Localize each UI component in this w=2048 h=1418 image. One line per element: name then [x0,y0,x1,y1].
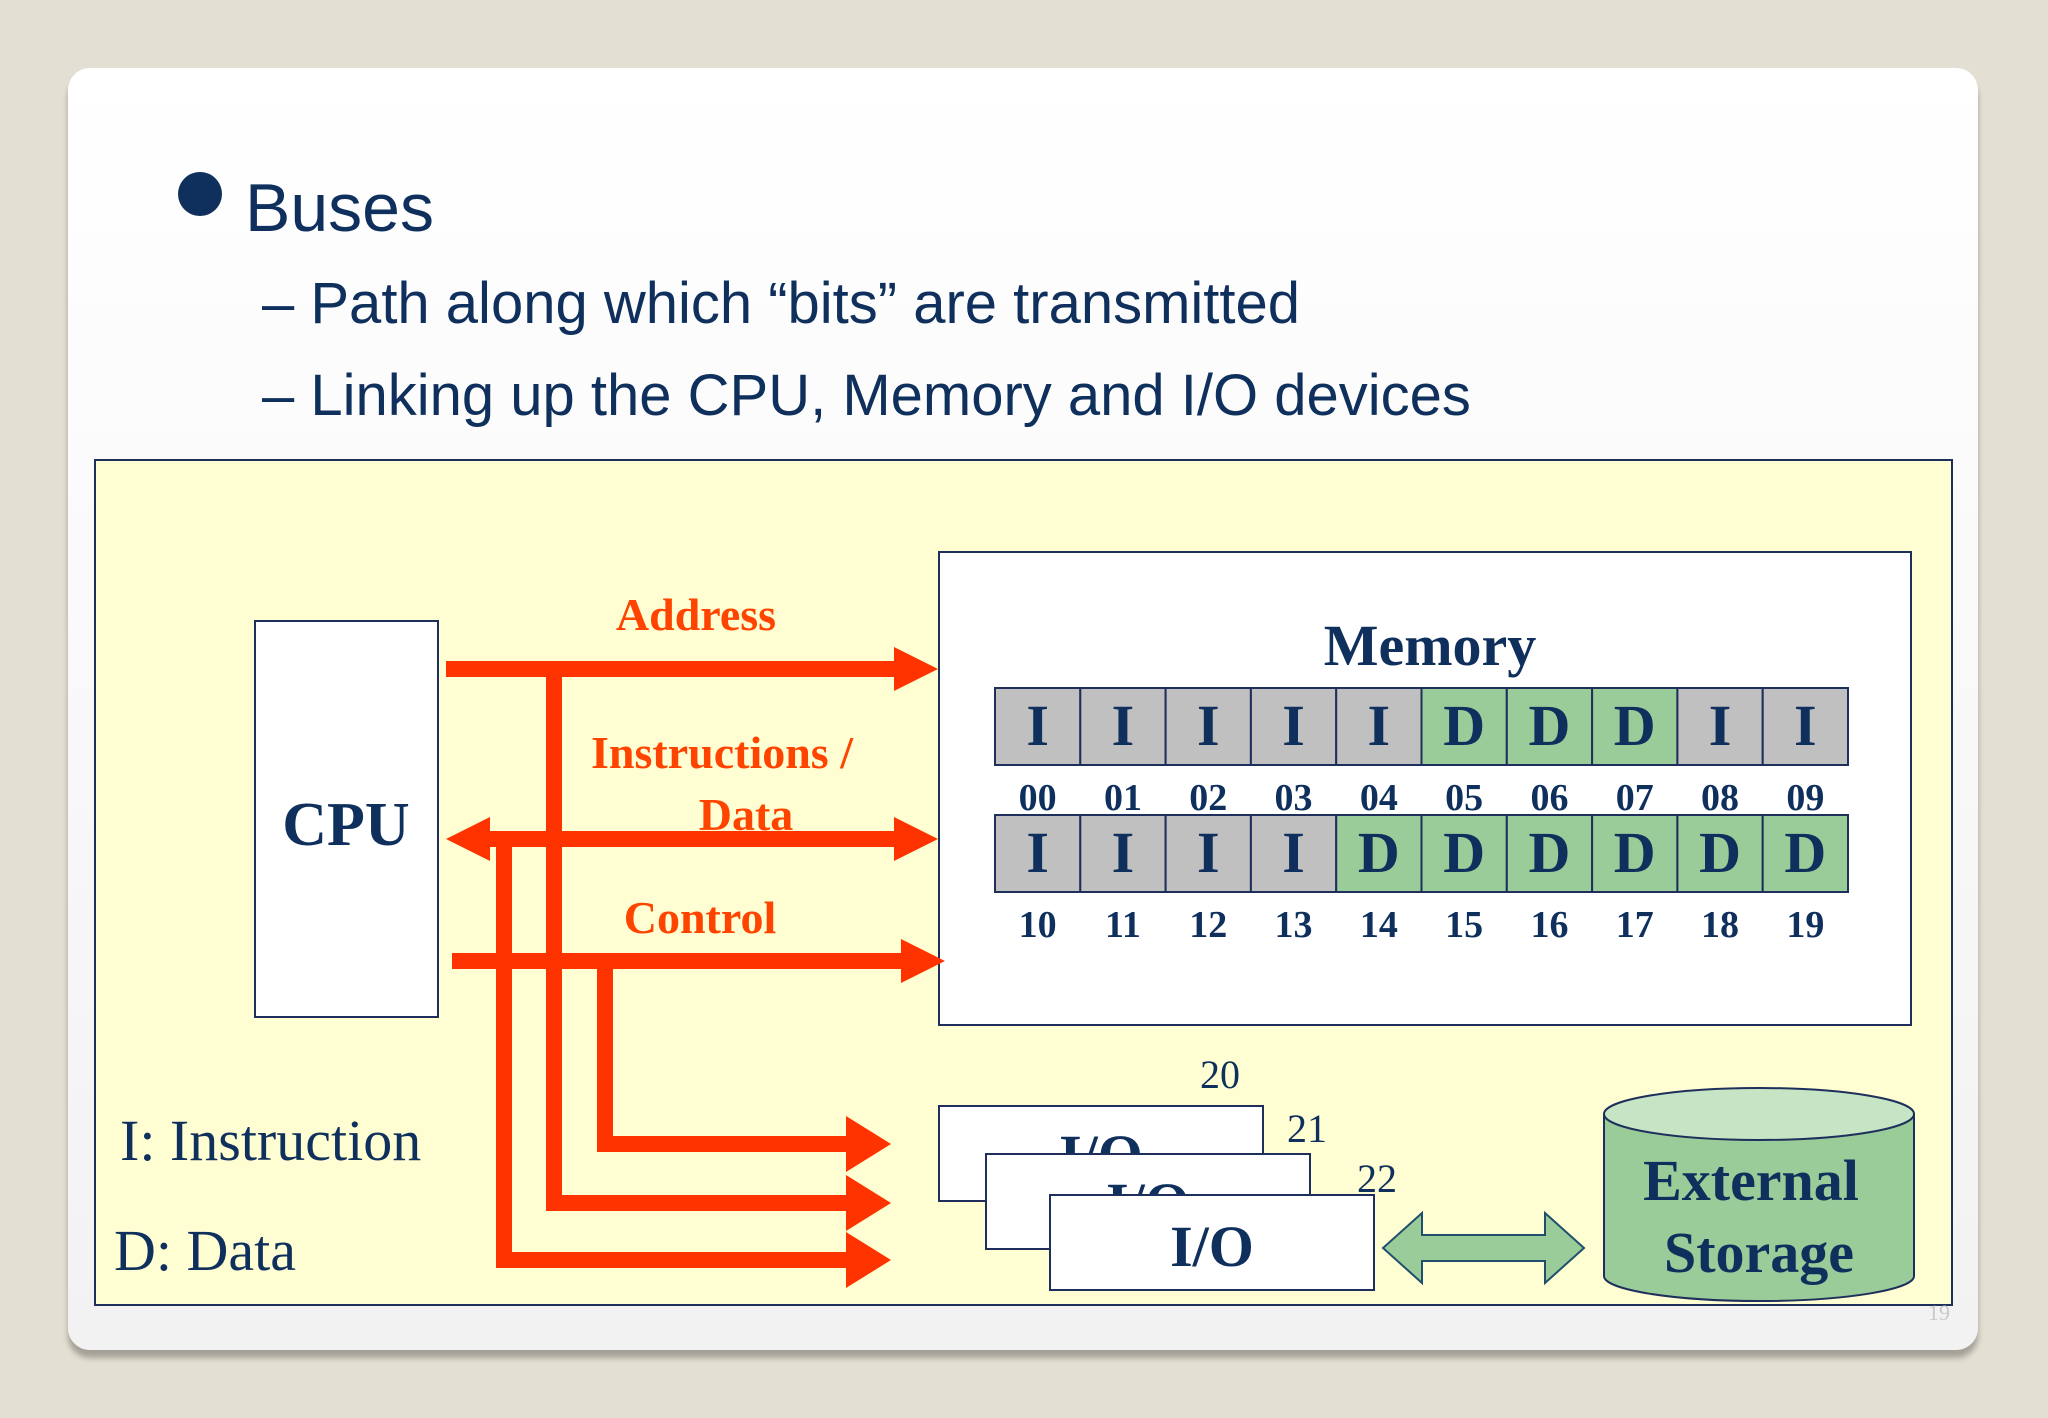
memory-address: 13 [1275,904,1313,946]
cpu-label: CPU [282,791,409,859]
memory-cell [1591,814,1679,893]
memory-cell-type: I [1368,693,1391,758]
buses [446,647,945,1288]
io-storage-double-arrow [1381,1210,1586,1286]
memory-cell-type: D [1614,820,1656,885]
memory-cell-type: I [1282,820,1305,885]
memory-cell-type: I [1197,693,1220,758]
memory-address: 01 [1104,777,1142,819]
memory-cell-type: D [1614,693,1656,758]
memory-title: Memory [1324,613,1537,678]
memory-cell-type: I [1112,820,1135,885]
memory-address: 05 [1445,777,1483,819]
memory-address: 09 [1786,777,1824,819]
control-bus-arrowhead [901,939,945,983]
memory-cell-type: D [1358,820,1400,885]
memory-address: 10 [1019,904,1057,946]
memory-cell-type: I [1709,693,1732,758]
memory-cell-type: I [1026,693,1049,758]
memory-address: 00 [1019,777,1057,819]
data-to-io-arrowhead [846,1232,891,1288]
data-to-io-line [496,1252,852,1268]
memory-cell [1505,687,1594,766]
external-storage-cylinder [1603,1087,1915,1302]
memory-cell [1761,814,1849,893]
memory-cell-type: D [1529,820,1571,885]
address-bus-label: Address [616,589,776,640]
memory-cell [994,814,1082,893]
memory-address: 18 [1701,904,1739,946]
page-number: 19 [1928,1300,1950,1325]
external-storage-label-line1: External [1643,1148,1859,1213]
memory-cell-type: I [1197,820,1220,885]
address-to-io-line [546,1195,852,1211]
memory-cell [1761,687,1849,766]
address-bus-arrowhead [894,647,938,691]
memory-cell-type: I [1282,693,1305,758]
address-to-io-arrowhead [846,1175,891,1231]
memory-cell [1335,687,1423,766]
memory-cell-type: D [1699,820,1741,885]
data-bus-arrowhead-right [894,817,938,861]
memory-cell-type: I [1026,820,1049,885]
memory-address: 17 [1616,904,1654,946]
memory-address: 04 [1360,777,1398,819]
memory-address: 19 [1786,904,1824,946]
memory-address: 14 [1360,904,1398,946]
memory-address: 16 [1530,904,1568,946]
data-bus-line [484,831,900,847]
memory-cell [1420,687,1508,766]
control-bus-branch [597,953,613,1152]
memory-cell [1676,814,1764,893]
io-address-21: 21 [1287,1106,1327,1151]
memory-box [938,551,1912,1026]
memory-cell-type: I [1112,693,1135,758]
control-bus-line [452,953,907,969]
external-storage-label-line2: Storage [1664,1220,1854,1285]
io-box-22 [1049,1194,1375,1291]
control-to-io-line [597,1136,852,1152]
io-label-22: I/O [1170,1214,1254,1279]
memory-address: 03 [1275,777,1313,819]
control-to-io-arrowhead [846,1116,891,1172]
bullet-dot-icon [178,172,222,216]
memory-address: 12 [1189,904,1227,946]
memory-cell-type: D [1784,820,1826,885]
memory-cell [1079,687,1167,766]
data-bus-label: Data [699,789,794,840]
slide-title: Buses [245,170,434,246]
io-address-20: 20 [1200,1052,1240,1097]
memory-address: 07 [1616,777,1654,819]
cpu-box [254,620,439,1018]
memory-cells: I00I01I02I03I04D05D06D07I08I09I10I11I12I… [994,687,1849,946]
memory-cell-type: D [1443,820,1485,885]
memory-cell [1420,814,1508,893]
data-bus-branch [496,831,512,1268]
bullet-linking: – Linking up the CPU, Memory and I/O dev… [262,363,1471,428]
control-bus-label: Control [624,892,777,943]
memory-cell-type: D [1443,693,1485,758]
memory-address: 11 [1105,904,1141,946]
memory-cell [1249,687,1338,766]
memory-cell-type: D [1529,693,1571,758]
memory-address: 15 [1445,904,1483,946]
memory-cell-type: I [1794,693,1817,758]
memory-cell [1591,687,1679,766]
data-bus-arrowhead-left [446,817,490,861]
memory-cell [1676,687,1764,766]
memory-address: 02 [1189,777,1227,819]
legend-data: D: Data [114,1218,296,1283]
memory-address: 06 [1530,777,1568,819]
memory-address: 08 [1701,777,1739,819]
bullet-path: – Path along which “bits” are transmitte… [262,271,1301,336]
io-address-22: 22 [1357,1156,1397,1201]
address-bus-branch [546,661,562,1211]
legend-instruction: I: Instruction [120,1108,421,1173]
memory-cell [994,687,1082,766]
address-bus-line [446,661,900,677]
instructions-bus-label: Instructions / [591,727,854,778]
